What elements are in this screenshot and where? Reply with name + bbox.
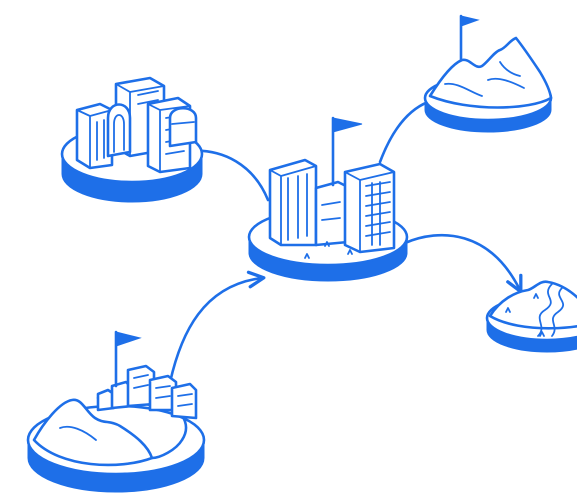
origin-island[interactable] — [26, 330, 206, 493]
hub-island[interactable] — [247, 116, 409, 282]
river-valley-icon — [488, 280, 577, 337]
connector-hub-to-river — [403, 233, 523, 294]
summit-island[interactable] — [423, 14, 553, 133]
city-hub-icon — [268, 116, 396, 259]
historic-buildings-icon — [75, 76, 198, 174]
connector-origin-to-hub — [166, 270, 266, 394]
hill-village-icon — [32, 330, 198, 467]
mountain-flag-icon — [428, 14, 553, 109]
river-island[interactable] — [485, 280, 577, 353]
old-town-island[interactable] — [60, 76, 204, 203]
